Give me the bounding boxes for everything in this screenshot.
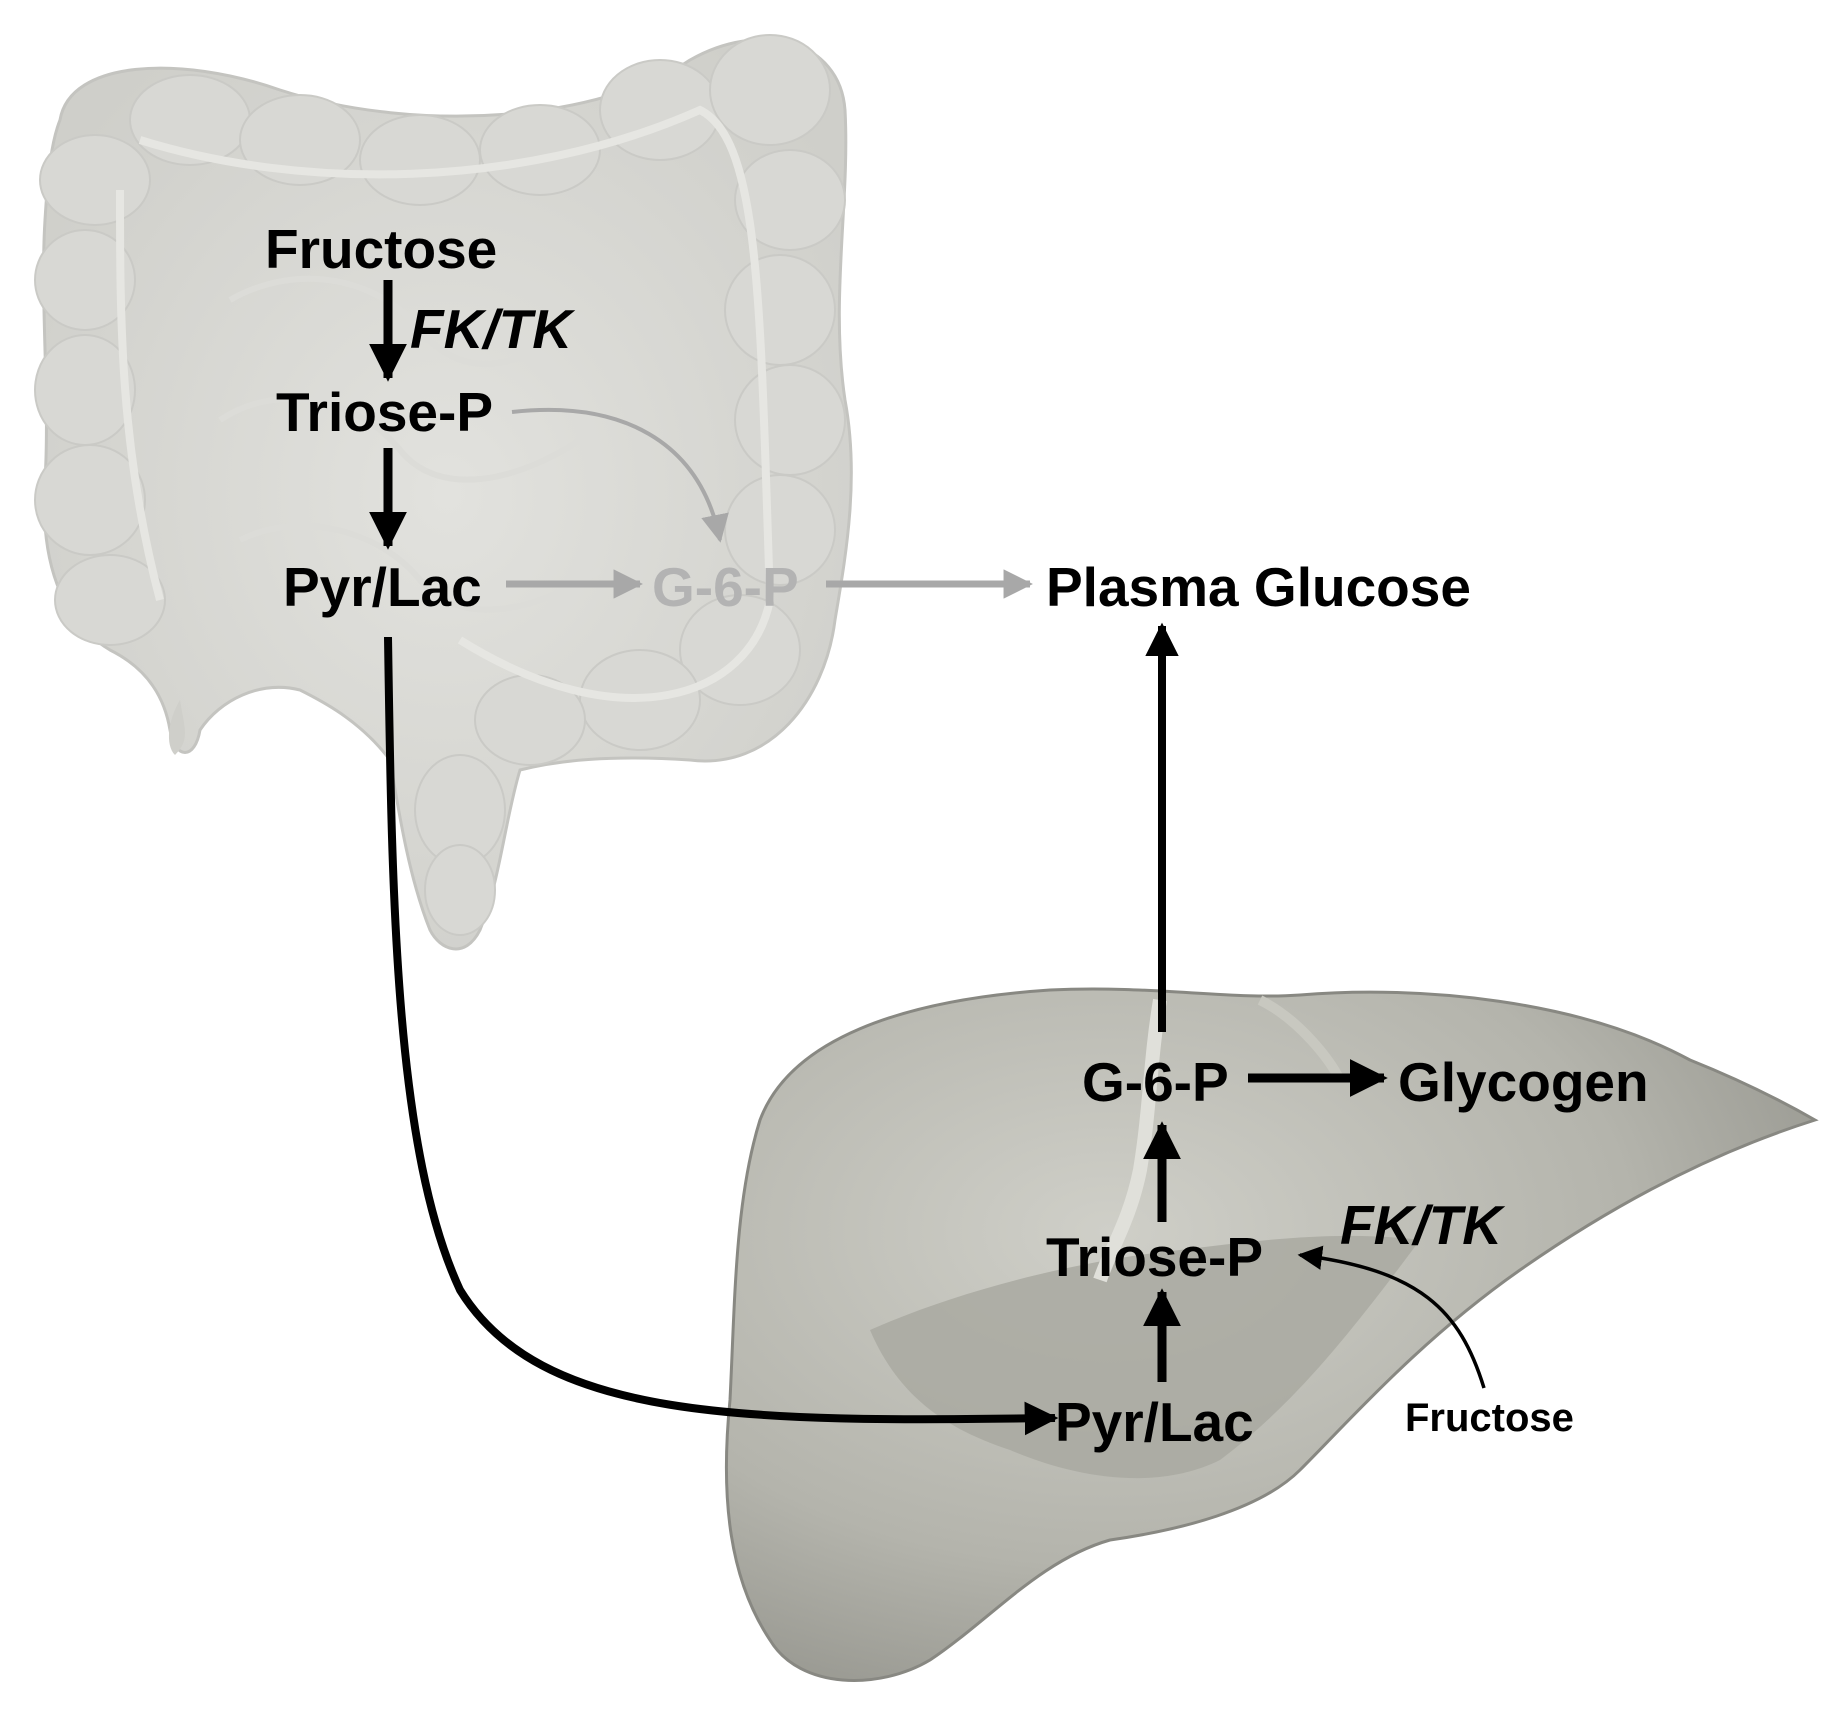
liver-fructose-label: Fructose	[1405, 1396, 1574, 1440]
liver-g6p-label: G-6-P	[1082, 1051, 1229, 1113]
small-intestine-loops	[218, 275, 602, 613]
liver-enzyme-label: FK/TK	[1340, 1194, 1502, 1256]
liver-ligament	[1093, 998, 1167, 1283]
gut-triose-p-label: Triose-P	[276, 381, 494, 443]
arrow-gut-pyr-to-liver-pyr	[384, 636, 1059, 1436]
arrow-triose-to-g6p-gut	[511, 407, 729, 543]
plasma-glucose-label: Plasma Glucose	[1046, 556, 1471, 618]
liver-illustration	[724, 987, 1819, 1682]
appendix	[168, 700, 185, 755]
taenia-line	[116, 105, 775, 702]
intestine-illustration	[34, 34, 853, 951]
gut-pyr-lac-label: Pyr/Lac	[283, 556, 482, 618]
liver-pyr-lac-label: Pyr/Lac	[1055, 1391, 1254, 1453]
gut-enzyme-label: FK/TK	[410, 298, 572, 360]
arrow-fructose-to-triose-liver	[1297, 1245, 1486, 1389]
glycogen-label: Glycogen	[1398, 1051, 1649, 1113]
gut-fructose-label: Fructose	[265, 218, 498, 280]
gut-g6p-label: G-6-P	[652, 556, 799, 618]
liver-triose-p-label: Triose-P	[1046, 1226, 1264, 1288]
liver-notch	[1257, 995, 1345, 1083]
